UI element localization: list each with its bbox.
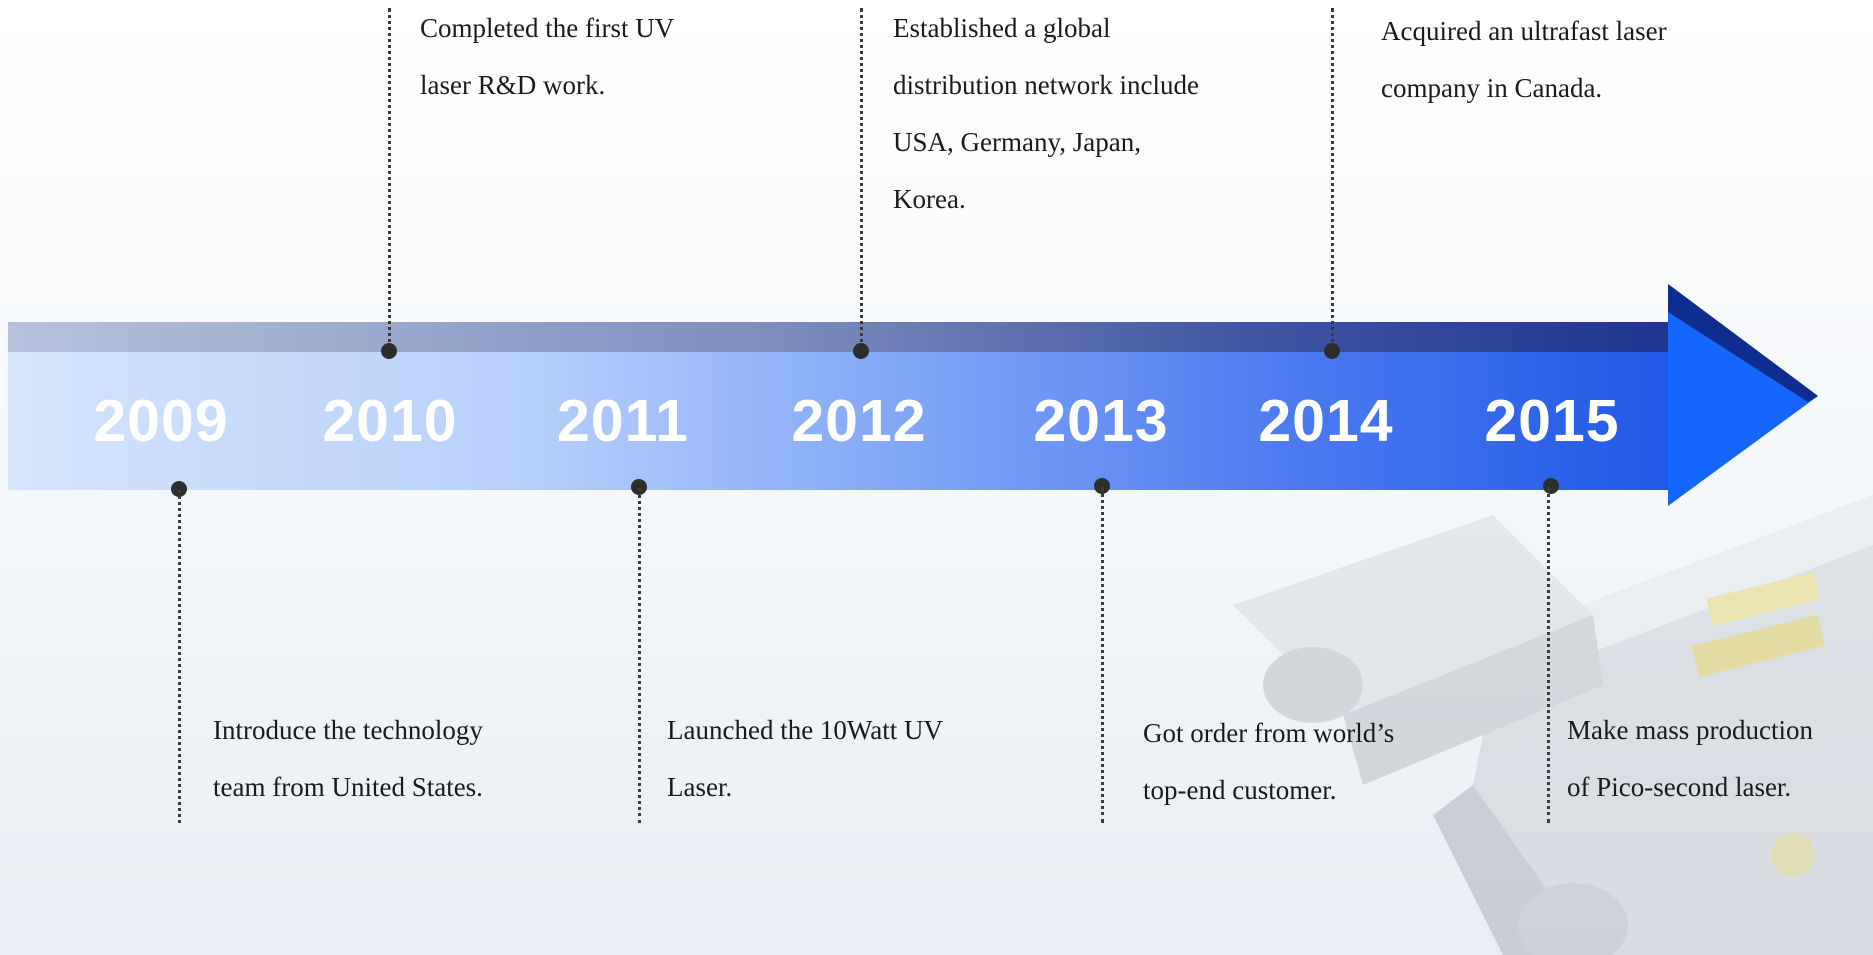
event-line: Introduce the technology <box>213 715 483 745</box>
year-label-2014: 2014 <box>1258 388 1394 454</box>
event-text-2010: Completed the first UV laser R&D work. <box>420 0 674 114</box>
event-line: USA, Germany, Japan, <box>893 127 1141 157</box>
laser-device-image <box>1233 495 1873 955</box>
connector-2013 <box>1101 487 1104 823</box>
event-line: Established a global <box>893 13 1111 43</box>
event-text-2009: Introduce the technology team from Unite… <box>213 702 483 816</box>
event-line: Got order from world’s <box>1143 718 1395 748</box>
event-line: Laser. <box>667 772 733 802</box>
event-text-2013: Got order from world’s top-end customer. <box>1143 705 1394 819</box>
event-line: team from United States. <box>213 772 483 802</box>
marker-2013 <box>1094 478 1110 494</box>
event-line: Launched the 10Watt UV <box>667 715 943 745</box>
event-line: Make mass production <box>1567 715 1813 745</box>
marker-2011 <box>631 479 647 495</box>
connector-2014 <box>1331 8 1334 350</box>
connector-2009 <box>178 490 181 823</box>
event-line: top-end customer. <box>1143 775 1337 805</box>
year-label-2013: 2013 <box>1033 388 1169 454</box>
event-line: Korea. <box>893 184 966 214</box>
event-line: company in Canada. <box>1381 73 1603 103</box>
event-line: Completed the first UV <box>420 13 675 43</box>
timeline-arrow-top-band <box>8 322 1678 355</box>
year-label-2015: 2015 <box>1484 388 1620 454</box>
connector-2010 <box>388 8 391 350</box>
year-label-2012: 2012 <box>791 388 927 454</box>
connector-2011 <box>638 488 641 823</box>
event-text-2012: Established a global distribution networ… <box>893 0 1199 228</box>
event-text-2015: Make mass production of Pico-second lase… <box>1567 702 1813 816</box>
event-line: Acquired an ultrafast laser <box>1381 16 1667 46</box>
timeline-arrow-body <box>8 352 1678 490</box>
marker-2014 <box>1324 343 1340 359</box>
event-line: laser R&D work. <box>420 70 606 100</box>
year-label-2009: 2009 <box>93 388 229 454</box>
year-label-2010: 2010 <box>322 388 458 454</box>
connector-2012 <box>860 8 863 350</box>
event-text-2011: Launched the 10Watt UV Laser. <box>667 702 943 816</box>
marker-2012 <box>853 343 869 359</box>
marker-2009 <box>171 481 187 497</box>
marker-2010 <box>381 343 397 359</box>
event-line: of Pico-second laser. <box>1567 772 1792 802</box>
event-text-2014: Acquired an ultrafast laser company in C… <box>1381 3 1667 117</box>
event-line: distribution network include <box>893 70 1199 100</box>
year-label-2011: 2011 <box>557 388 689 454</box>
connector-2015 <box>1547 487 1550 823</box>
marker-2015 <box>1543 478 1559 494</box>
arrow-head-icon <box>1668 284 1818 506</box>
